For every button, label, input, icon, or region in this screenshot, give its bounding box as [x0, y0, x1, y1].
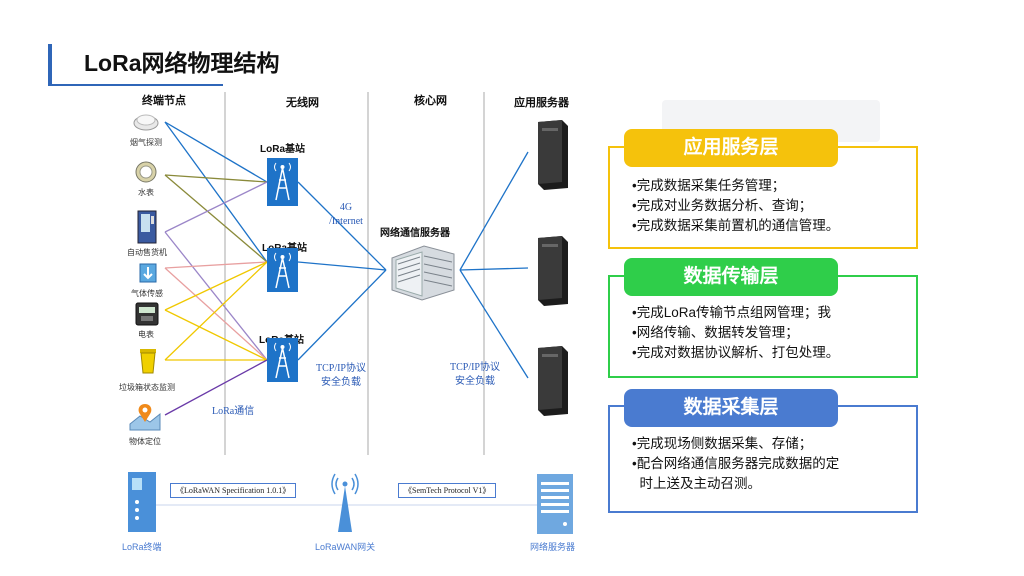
device-label: 自动售货机 [127, 248, 167, 257]
link-line [164, 121, 268, 183]
gateway-label: LoRaWAN网关 [315, 542, 376, 552]
device-label: 气体传感 [131, 289, 163, 298]
title-accent-bar [48, 44, 52, 86]
link-4g-label: 4G/Internet [329, 202, 363, 227]
title-underline [48, 84, 223, 86]
layer-title-transport: 数据传输层 [624, 258, 838, 296]
lora-comm-label: LoRa通信 [212, 406, 255, 417]
network-server-icon [537, 474, 573, 534]
vending-machine-icon [137, 210, 157, 244]
water-meter-icon [135, 161, 157, 185]
link-line [164, 181, 268, 233]
layer-title-application: 应用服务层 [624, 129, 838, 167]
page-title: LoRa网络物理结构 [84, 50, 280, 76]
link-line [297, 181, 387, 271]
location-pin-icon [128, 402, 162, 432]
device-label: 水表 [138, 188, 154, 197]
base-station-icon [267, 338, 298, 382]
link-line [164, 121, 268, 263]
trash-bin-icon [138, 347, 158, 375]
link-line [164, 174, 268, 263]
link-line [164, 261, 268, 269]
base-station-icon [267, 248, 298, 292]
smoke-detector-icon [133, 108, 159, 134]
link-line [459, 151, 529, 271]
link-line [297, 269, 387, 361]
base-station-icon [267, 158, 298, 206]
column-header-wireless: 无线网 [286, 97, 319, 109]
device-label: 垃圾箱状态监测 [119, 383, 175, 392]
device-label: 物体定位 [129, 437, 161, 446]
link-line [164, 231, 268, 361]
app-server-icon [532, 234, 572, 308]
link-line [459, 267, 529, 271]
tcp-ip-label-right: TCP/IP协议安全负载 [449, 362, 500, 387]
network-server-label: 网络通信服务器 [380, 228, 450, 239]
lora-node-label: LoRa终端 [122, 542, 162, 552]
device-label: 烟气探测 [130, 138, 162, 147]
gateway-icon [330, 472, 360, 534]
layer-title-collection: 数据采集层 [624, 389, 838, 427]
network-server-bottom-label: 网络服务器 [530, 542, 576, 552]
link-line [459, 269, 529, 379]
link-line [164, 359, 268, 416]
column-header-core: 核心网 [414, 95, 447, 107]
column-header-terminal: 终端节点 [142, 95, 186, 107]
tcp-ip-label-left: TCP/IP协议安全负载 [315, 363, 366, 388]
spec-left-label: 《LoRaWAN Specification 1.0.1》 [170, 483, 297, 498]
spec-right-label: 《SemTech Protocol V1》 [398, 483, 497, 498]
app-server-icon [532, 118, 572, 192]
link-line [164, 309, 268, 361]
server-rack-icon [384, 240, 460, 302]
layer-bullets-collection: •完成现场侧数据采集、存储； •配合网络通信服务器完成数据的定 时上送及主动召测… [632, 436, 840, 491]
column-header-app: 应用服务器 [514, 97, 569, 109]
layer-bullets-application: •完成数据采集任务管理； •完成对业务数据分析、查询； •完成数据采集前置机的通… [632, 178, 840, 233]
link-line [297, 261, 387, 271]
link-line [164, 261, 268, 311]
electric-meter-icon [135, 302, 159, 326]
link-line [164, 174, 268, 183]
app-server-icon [532, 344, 572, 418]
base-station-label: LoRa基站 [260, 144, 305, 155]
device-label: 电表 [138, 330, 154, 339]
link-line [164, 261, 268, 361]
gas-sensor-icon [138, 262, 158, 284]
layer-bullets-transport: •完成LoRa传输节点组网管理；我 •网络传输、数据转发管理； •完成对数据协议… [632, 305, 840, 360]
link-line [164, 267, 268, 361]
lora-node-icon [128, 472, 156, 532]
